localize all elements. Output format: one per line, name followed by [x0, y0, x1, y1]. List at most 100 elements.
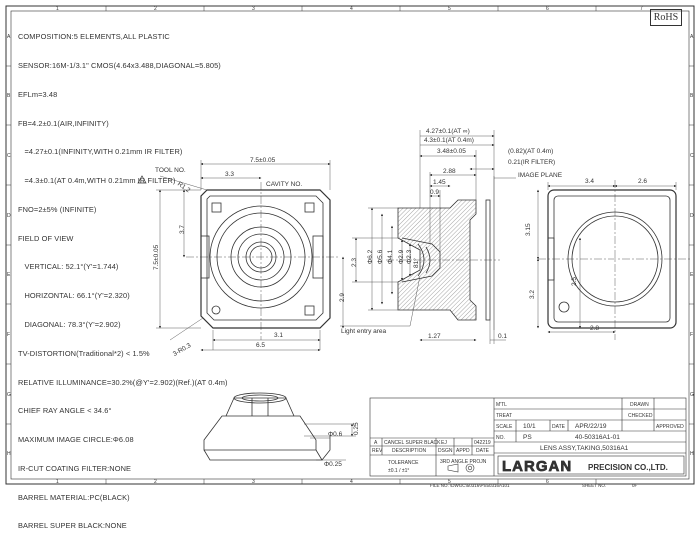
spec-line: =4.3±0.1(AT 0.4m,WITH 0.21mm IR FILTER)	[18, 176, 176, 186]
tolerance-value: ±0.1 / ±1°	[388, 468, 409, 474]
largan-logo-text: LARGAN	[502, 458, 572, 475]
title-block-labels: M'TL TREAT SCALE 10/1 DATE APR/22/19 NO.…	[372, 402, 684, 488]
projection-symbol-icon	[447, 463, 475, 473]
dsgn-col-label: DSGN	[438, 448, 453, 454]
title-block	[369, 397, 687, 477]
row-label: G	[690, 392, 694, 398]
rev-note: CANCEL SUPER BLACK	[384, 440, 441, 446]
row-label: B	[690, 93, 694, 99]
back-view	[538, 180, 690, 340]
back-view-labels: 3.4 2.6 3.15 3.2 2.5 2.8	[525, 178, 647, 332]
back-3-2-label: 3.2	[529, 290, 536, 299]
no-label: NO.	[496, 435, 505, 441]
col-label: 1	[56, 479, 59, 485]
col-label: 2	[154, 479, 157, 485]
part-number: 40-50316A1-01	[575, 434, 620, 441]
back-2-8-label: 2.8	[590, 325, 599, 332]
dim-0-21-label: 0.21(IR FILTER)	[508, 159, 555, 166]
checked-label: CHECKED	[628, 413, 653, 419]
front-6-5-label: 6.5	[256, 342, 265, 349]
spec-line: FNO=2±5% (INFINITE)	[18, 204, 97, 214]
front-width-label: 7.5±0.05	[250, 157, 276, 164]
warning-triangle-icon	[137, 175, 147, 184]
col-label: 5	[448, 479, 451, 485]
rev-by: EJ	[441, 440, 447, 446]
col-label: 5	[448, 6, 451, 12]
front-2-9-label: 2.9	[339, 293, 346, 302]
drawing-canvas: 1 2 3 4 5 6 7 1 2 3 4 5 6 A B C D E F G …	[5, 5, 695, 488]
col-label: 6	[546, 6, 549, 12]
border-labels: 1 2 3 4 5 6 7 1 2 3 4 5 6 A B C D E F G …	[7, 6, 694, 485]
phi-2-9-label: Φ2.9	[398, 249, 405, 264]
spec-line: RELATIVE ILLUMINANCE=30.2%(@Y'=2.902)(Re…	[18, 377, 228, 387]
spec-line: TV-DISTORTION(Traditional*2) < 1.5%	[18, 348, 150, 358]
image-plane-label: IMAGE PLANE	[518, 172, 563, 179]
spec-line: IR-CUT COATING FILTER:NONE	[18, 463, 132, 473]
row-label: A	[690, 34, 694, 40]
back-3-15-label: 3.15	[525, 223, 532, 236]
col-label: 4	[350, 6, 353, 12]
dim-1-27-label: 1.27	[428, 333, 441, 340]
row-label: C	[690, 153, 694, 159]
dim-1-45-label: 1.45	[433, 179, 446, 186]
spec-line: EFLm=3.48	[18, 89, 58, 99]
section-view	[386, 176, 500, 330]
phi-2-3-label: Φ2.3	[406, 249, 413, 264]
dim-0-82-label: (0.82)(AT 0.4m)	[508, 148, 553, 155]
row-label: A	[7, 34, 11, 40]
date-col-label: DATE	[476, 448, 490, 454]
date-value: APR/22/19	[575, 423, 607, 430]
front-3-1-label: 3.1	[274, 332, 283, 339]
front-3-7-label: 3.7	[179, 225, 186, 234]
radius-0-3-label: 3-R0.3	[172, 342, 193, 358]
approved-label: APPROVED	[656, 424, 684, 430]
tool-no-label: TOOL NO.	[155, 167, 186, 174]
scale-value: 10/1	[523, 423, 536, 430]
back-2-6-label: 2.6	[638, 178, 647, 185]
fb-infinity-label: 4.27±0.1(AT ∞)	[426, 128, 470, 135]
col-label: 7	[640, 6, 643, 12]
detail-phi-0-25-label: Φ0.25	[324, 461, 342, 468]
spec-line: MAXIMUM IMAGE CIRCLE:Φ6.08	[18, 435, 134, 445]
spec-line: COMPOSITION:5 ELEMENTS,ALL PLASTIC	[18, 32, 170, 42]
sheet-number-value: 0F	[632, 483, 638, 488]
treat-label: TREAT	[496, 413, 512, 419]
rev-letter: A	[374, 440, 378, 446]
row-label: G	[7, 392, 11, 398]
back-view-dimensions	[536, 182, 677, 334]
detail-0-25-label: 0.25	[353, 422, 360, 435]
row-label: H	[690, 451, 694, 457]
spec-line: HORIZONTAL: 66.1°(Y'=2.320)	[18, 291, 130, 301]
row-label: E	[690, 272, 694, 278]
spec-line: BARREL MATERIAL:PC(BLACK)	[18, 492, 130, 502]
row-label: C	[7, 153, 11, 159]
phi-4-1-label: Φ4.1	[387, 249, 394, 264]
detail-phi-0-6-label: Φ0.6	[328, 431, 343, 438]
sheet-number-label: SHEET NO.	[582, 483, 606, 488]
phi-6-2-label: Φ6.2	[367, 249, 374, 264]
dim-0-1-label: 0.1	[498, 333, 507, 340]
col-label: 3	[252, 6, 255, 12]
detail-view	[203, 392, 331, 461]
row-label: D	[690, 213, 694, 219]
dim-0-9-label: 0.9	[430, 189, 439, 196]
radius-1-2-label: R1.2	[176, 181, 192, 195]
detail-view-labels: 0.25 Φ0.6 Φ0.25	[324, 422, 360, 468]
front-view	[186, 182, 340, 340]
front-3-3-label: 3.3	[225, 171, 234, 178]
dim-2-88-label: 2.88	[443, 168, 456, 175]
drawing-sheet: RoHS COMPOSITION:5 ELEMENTS,ALL PLASTIC …	[5, 5, 695, 530]
spec-line: BARREL SUPER BLACK:NONE	[18, 521, 127, 531]
col-label: 1	[56, 6, 59, 12]
spec-line: =4.27±0.1(INFINITY,WITH 0.21mm IR FILTER…	[18, 147, 183, 157]
ps-value: PS	[523, 434, 532, 441]
spec-line: FB=4.2±0.1(AIR,INFINITY)	[18, 118, 109, 128]
row-label: F	[7, 332, 10, 338]
projection-label: 3RD ANGLE PROJN	[440, 459, 487, 465]
col-label: 2	[154, 6, 157, 12]
section-view-dimensions	[340, 130, 516, 344]
file-number: FILE NO. \DWGC\50316\PS50316A101	[430, 483, 510, 488]
tolerance-label: TOLERANCE	[388, 460, 419, 466]
rev-col-label: REV	[372, 448, 383, 454]
col-label: 4	[350, 479, 353, 485]
